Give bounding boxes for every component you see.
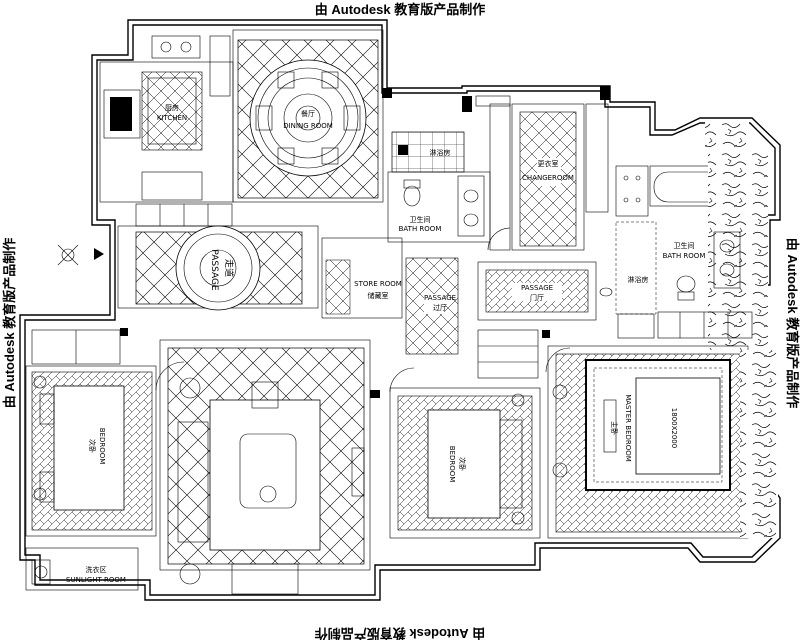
- bedroom-left-label-en: BEDROOM: [98, 428, 106, 465]
- bedroom-mid-label-cn: 次卧: [458, 457, 467, 471]
- dining-label-cn: 餐厅: [301, 109, 315, 118]
- passage-main: PASSAGE 走道: [117, 225, 319, 311]
- laundry: 洗衣区 SUNLIGHT ROOM: [25, 547, 139, 591]
- changeroom: 更衣室 CHANGEROOM: [475, 95, 609, 251]
- bedroom-left-label-cn: 次卧: [88, 439, 97, 453]
- bedroom-mid: 次卧 BEDROOM: [389, 387, 541, 539]
- cabinets-kitchen-lower: [135, 203, 233, 227]
- passage-main-label-en: PASSAGE: [209, 249, 219, 291]
- bath-room-1: 卫生间 BATH ROOM: [387, 171, 491, 243]
- bed-size-label: 1800X2000: [670, 408, 678, 448]
- bath-2-label-en: BATH ROOM: [663, 252, 706, 260]
- shower-1: 淋浴房: [391, 131, 465, 173]
- changeroom-label-cn: 更衣室: [538, 159, 559, 168]
- kitchen: 厨房 KITCHEN: [99, 35, 234, 203]
- bedroom-master-label-cn: 主卧: [610, 421, 619, 435]
- passage-main-label-cn: 走道: [223, 259, 235, 277]
- passage-2-label-en: PASSAGE: [424, 294, 456, 302]
- bath-2-label-cn: 卫生间: [674, 241, 695, 250]
- bedroom-master: 主卧 MASTER BEDROOM 1800X2000: [547, 345, 778, 539]
- watermark-left: 由 Autodesk 教育版产品制作: [2, 238, 17, 408]
- wardrobes-mid: [31, 329, 539, 379]
- bedroom-mid-label-en: BEDROOM: [448, 446, 456, 483]
- shower-1-label: 淋浴房: [430, 148, 451, 157]
- passage-3-label-cn: 门厅: [530, 293, 544, 302]
- laundry-label-cn: 洗衣区: [86, 565, 107, 574]
- living-room: [159, 339, 371, 595]
- bedroom-left: 次卧 BEDROOM: [25, 365, 157, 537]
- laundry-label-en: SUNLIGHT ROOM: [66, 576, 126, 584]
- changeroom-label-en: CHANGEROOM: [522, 174, 574, 182]
- kitchen-label-en: KITCHEN: [157, 114, 187, 122]
- dining-room: 餐厅 DINING ROOM: [232, 29, 384, 203]
- watermark-bottom: 由 Autodesk 教育版产品制作: [315, 626, 485, 640]
- passage-2-label-cn: 过厅: [433, 303, 447, 312]
- shower-2-label: 淋浴房: [628, 275, 649, 284]
- passage-2: PASSAGE 过厅: [405, 257, 459, 355]
- kitchen-label-cn: 厨房: [165, 103, 179, 112]
- passage-3-label-en: PASSAGE: [521, 284, 553, 292]
- bedroom-master-label-en: MASTER BEDROOM: [624, 394, 632, 462]
- dining-label-en: DINING ROOM: [283, 122, 333, 130]
- entry-marker: [57, 244, 104, 266]
- bath-1-label-en: BATH ROOM: [399, 225, 442, 233]
- bath-room-2: 卫生间 BATH ROOM: [615, 150, 768, 350]
- watermark-top: 由 Autodesk 教育版产品制作: [315, 2, 485, 17]
- passage-3: PASSAGE 门厅: [477, 261, 597, 321]
- watermark-right: 由 Autodesk 教育版产品制作: [785, 238, 800, 408]
- store-label-en: STORE ROOM: [354, 280, 402, 288]
- structural-details: [120, 86, 610, 398]
- store-room: STORE ROOM 储藏室: [321, 237, 403, 319]
- shower-2: 淋浴房: [599, 221, 753, 339]
- stone-deco-bath: [705, 122, 749, 150]
- bath-1-label-cn: 卫生间: [410, 215, 431, 224]
- store-label-cn: 储藏室: [368, 291, 389, 300]
